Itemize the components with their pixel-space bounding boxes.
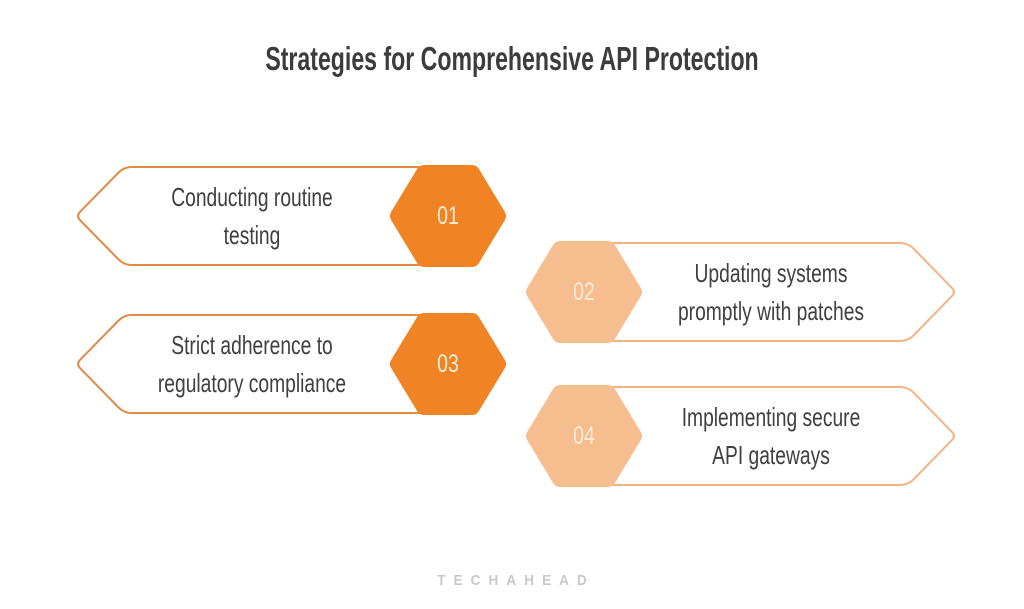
banner-outline-right-arrow [581,386,955,486]
banner-arrow-shape [526,241,955,343]
step-label-line1: Conducting routine [171,182,333,212]
step-label: Updating systems promptly with patches [664,240,879,344]
step-label: Implementing secure API gateways [664,384,879,488]
banner-outline-left-arrow [77,314,451,414]
banner-outline-left-arrow [77,166,451,266]
hexagon-badge [390,165,506,267]
hexagon-badge [390,313,506,415]
step-label: Conducting routine testing [145,164,360,268]
step-label-line1: Updating systems [694,258,848,288]
banner-arrow-shape [77,165,506,267]
hexagon-badge [526,241,642,343]
step-number: 02 [573,277,595,306]
brand-logo: TECHAHEAD [437,572,595,589]
step-number: 03 [437,349,459,378]
banner-arrow-shape [526,385,955,487]
step-label-line1: Implementing secure [681,402,861,432]
step-number: 01 [437,201,459,230]
strategy-item-3: Strict adherence to regulatory complianc… [70,312,510,416]
step-label-line2: regulatory compliance [157,368,347,398]
strategy-item-1: Conducting routine testing 01 [70,164,510,268]
step-number: 04 [573,421,595,450]
page-title: Strategies for Comprehensive API Protect… [265,40,759,77]
hexagon-badge [526,385,642,487]
step-label-line2: promptly with patches [677,296,865,326]
banner-outline-right-arrow [581,242,955,342]
strategy-item-2: Updating systems promptly with patches 0… [522,240,962,344]
step-label-line2: API gateways [712,440,830,470]
banner-arrow-shape [77,313,506,415]
step-label-line2: testing [223,220,281,250]
step-label: Strict adherence to regulatory complianc… [145,312,360,416]
step-label-line1: Strict adherence to [171,330,333,360]
strategy-item-4: Implementing secure API gateways 04 [522,384,962,488]
